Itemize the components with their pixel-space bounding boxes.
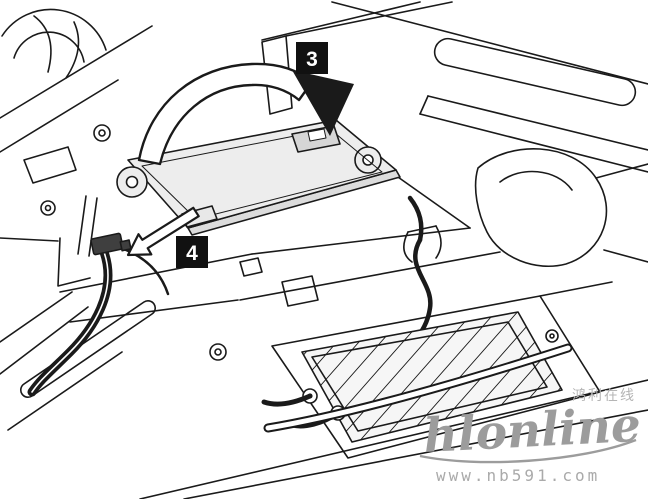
watermark: 鸿利在线 hlonline www.nb591.com (419, 387, 642, 485)
watermark-brand: hlonline (422, 398, 642, 464)
antenna-cable (261, 393, 313, 407)
cable-clip (403, 231, 413, 263)
rotate-arrow (137, 62, 354, 166)
chassis-bottom-edge (0, 291, 648, 499)
screw-hole (545, 329, 559, 343)
fan-assembly (0, 8, 153, 153)
step-3-label: 3 (306, 48, 318, 71)
screw-hole (209, 343, 227, 361)
modem-cable-assembly (27, 232, 170, 397)
chassis-right-parts (474, 147, 648, 268)
modem-card (116, 119, 401, 236)
wireless-card (261, 311, 573, 443)
screw-hole (93, 124, 111, 142)
card-body (127, 119, 397, 229)
chassis-top-edge (261, 1, 648, 173)
screw-hole (40, 200, 56, 216)
watermark-caption: 鸿利在线 (572, 387, 636, 404)
watermark-underline (419, 438, 637, 464)
card-screw-hole-left (125, 175, 139, 189)
chassis-left-parts (0, 124, 111, 287)
step-3-badge: 3 (296, 42, 328, 74)
modem-cable-connector (90, 232, 132, 256)
step-4-badge: 4 (176, 236, 208, 268)
chip (239, 257, 263, 277)
heat-pipe (20, 299, 156, 399)
chip (281, 275, 319, 307)
watermark-site: www.nb591.com (436, 466, 600, 485)
disconnect-arrow (126, 206, 200, 257)
rotate-arrowhead (292, 70, 354, 136)
step-4-label: 4 (186, 242, 198, 265)
antenna-cable (407, 195, 424, 243)
